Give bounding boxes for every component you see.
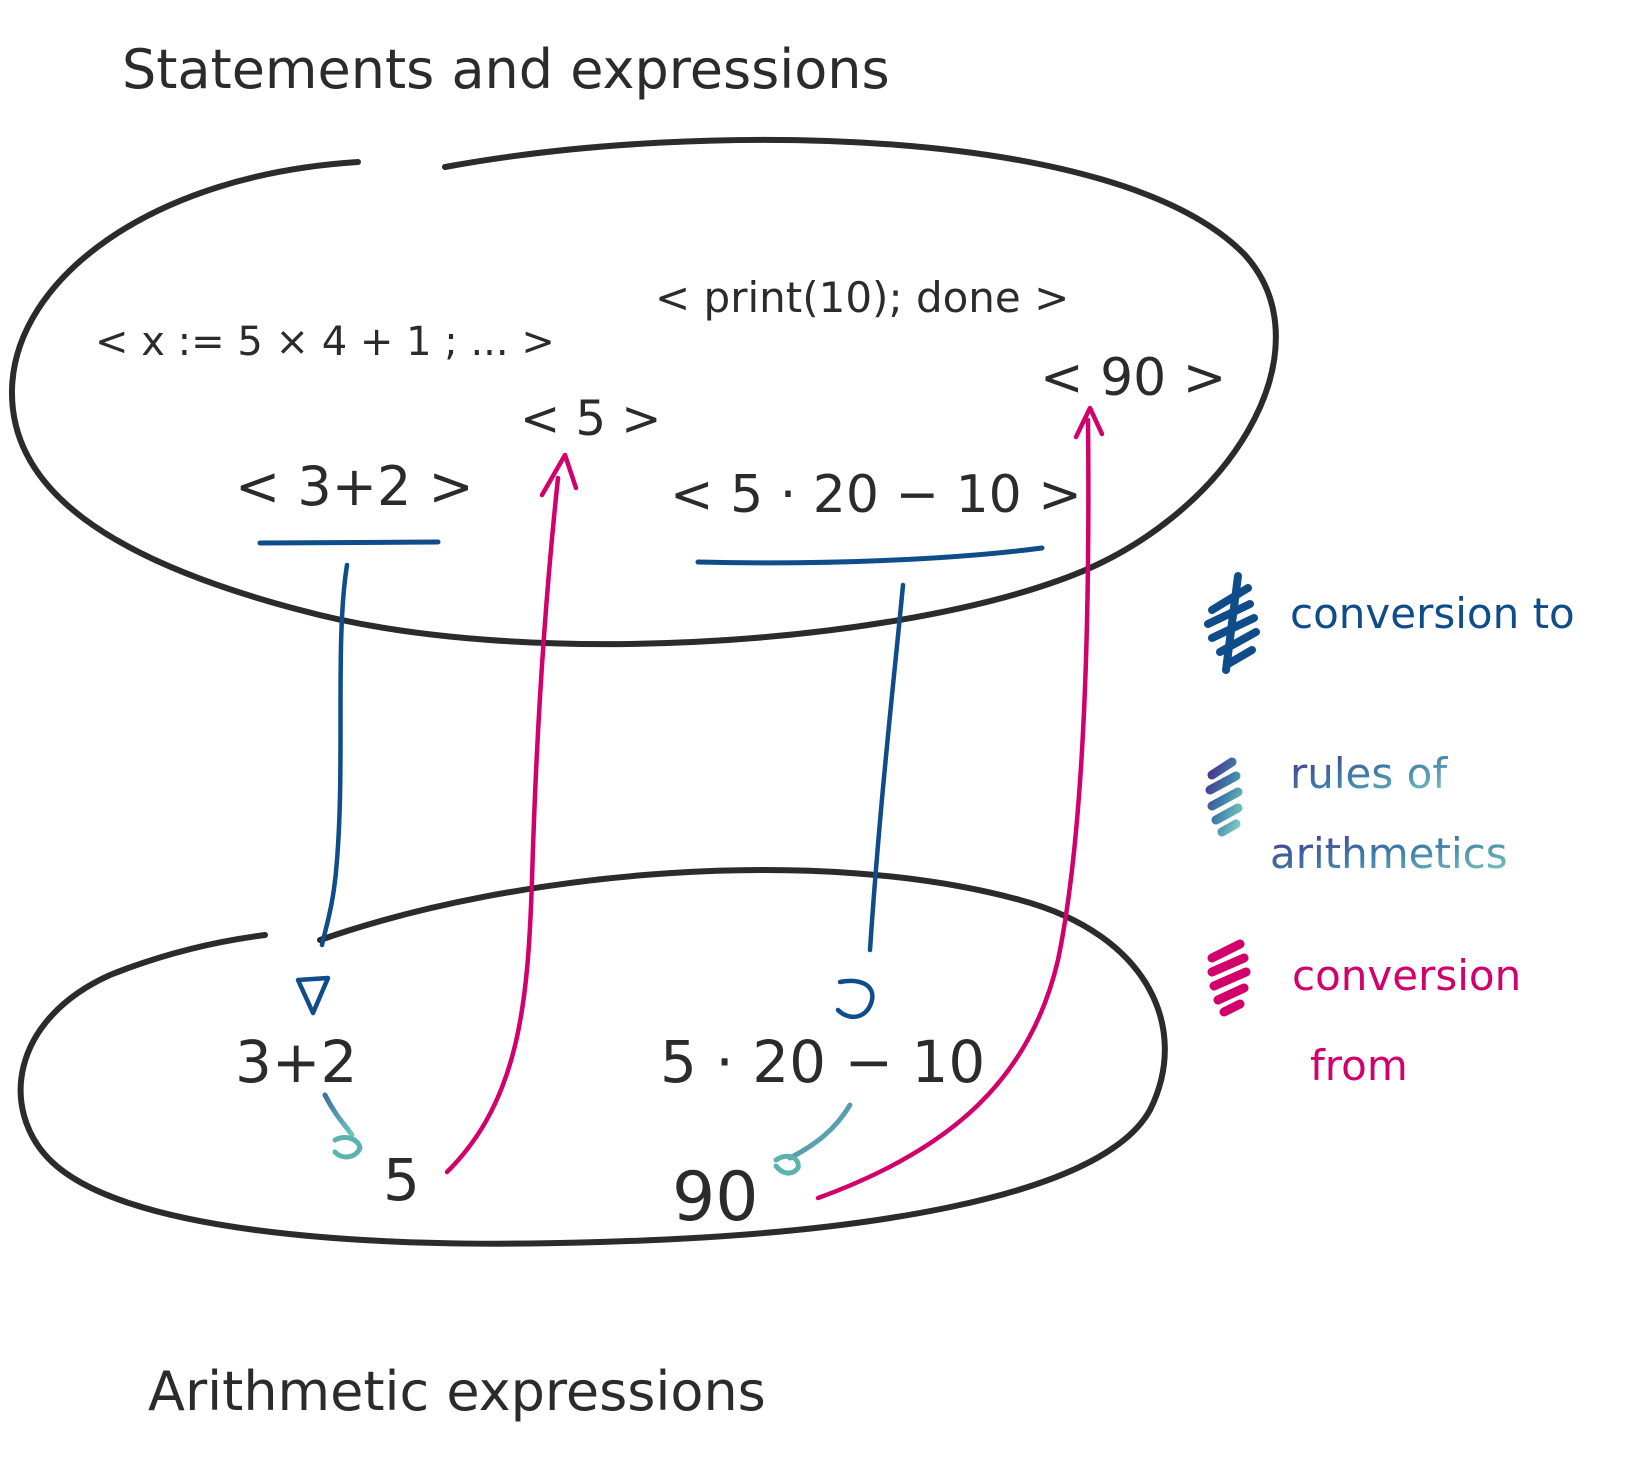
arith-product: 5 · 20 − 10 [660,1028,985,1096]
rules-arrowhead-product [773,1153,801,1176]
arithmetic-set-outline [17,867,1168,1247]
rules-arrowhead-sum [332,1135,363,1160]
print-statement: < print(10); done > [655,273,1069,322]
statement-product: < 5 · 20 − 10 > [670,465,1082,525]
statement-product-result: < 90 > [1040,348,1226,408]
to-arrowhead-product [835,978,875,1020]
rules-arrow-product [787,1102,853,1161]
to-arrow-sum [319,562,350,948]
from-arrow-sum [444,475,561,1175]
to-underline-product [695,545,1045,566]
legend-to-label: conversion to [1290,589,1575,638]
legend-from-label-1: conversion [1292,951,1521,1000]
arith-sum: 3+2 [235,1028,357,1096]
statement-sum: < 3+2 > [235,455,474,518]
top-title: Statements and expressions [122,38,890,101]
legend-from-label-2: from [1310,1041,1408,1090]
legend-from-swatch [1207,939,1251,1017]
program-statement: < x := 5 × 4 + 1 ; ... > [95,319,555,365]
bottom-title: Arithmetic expressions [148,1360,766,1423]
statement-sum-result: < 5 > [520,391,662,447]
legend-to-swatch [1204,572,1260,674]
legend-rules-label-1: rules of [1290,749,1448,798]
arith-sum-result: 5 [383,1146,420,1214]
to-underline-sum [257,539,441,546]
to-arrowhead-sum [295,975,331,1016]
legend-rules-swatch [1205,757,1243,837]
arith-product-result: 90 [672,1158,759,1237]
from-arrow-product [815,417,1091,1201]
statements-set-outline [8,136,1279,648]
from-arrowhead-product [1073,405,1105,440]
rules-arrow-sum [322,1092,355,1138]
from-arrowhead-sum [539,452,579,498]
to-arrow-product [867,582,906,953]
legend-rules-label-2: arithmetics [1270,829,1508,878]
